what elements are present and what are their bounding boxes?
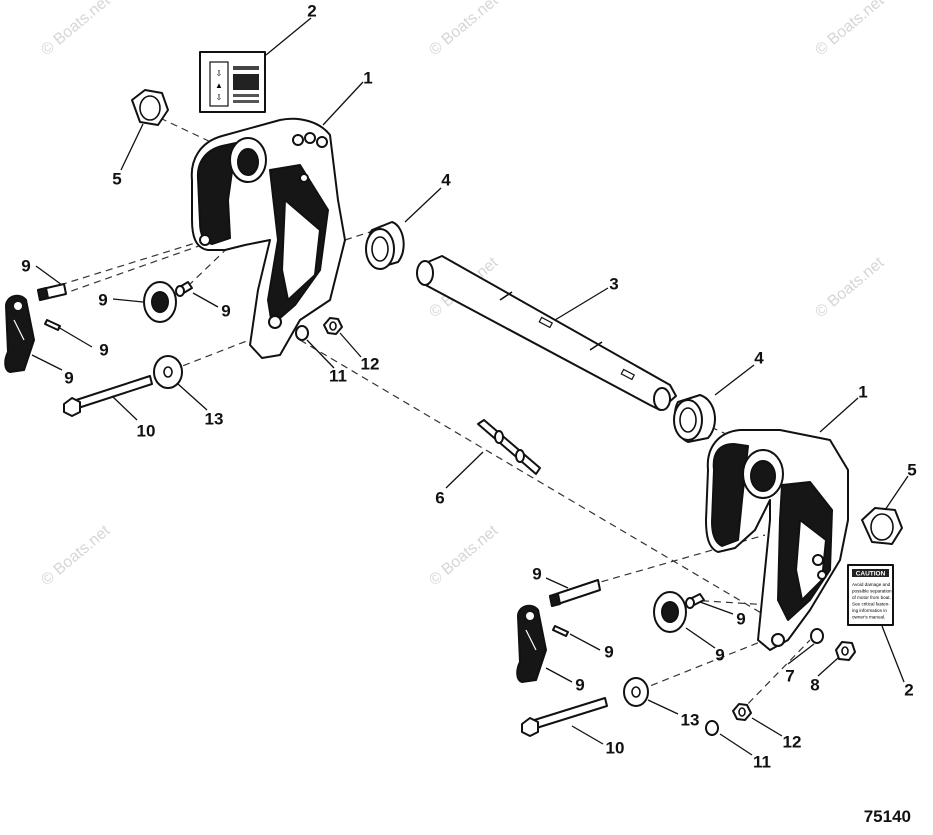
callout-10-upper: 10 — [136, 421, 156, 441]
callout-1-lower: 1 — [858, 382, 868, 402]
callout-6: 6 — [435, 488, 445, 508]
shaft — [477, 419, 541, 475]
callout-11-lower: 11 — [753, 752, 771, 772]
decal-caution-line: of motor from boat. — [852, 595, 891, 600]
callout-4-lower: 4 — [754, 348, 764, 368]
callout-3: 3 — [609, 274, 619, 294]
decal-caution-line: Avoid damage and — [852, 582, 891, 587]
decal-caution-line: possible separation — [852, 589, 892, 594]
callout-4-upper: 4 — [441, 170, 451, 190]
decal-caution-line: ing information in — [852, 608, 887, 613]
svg-text:⇩: ⇩ — [216, 69, 223, 78]
callout-1-upper: 1 — [363, 68, 373, 88]
callout-9: 9 — [221, 301, 231, 321]
clamp-bracket-upper — [190, 117, 346, 359]
bolt-upper — [63, 317, 343, 417]
callout-leaders — [31, 17, 909, 756]
jam-nut-upper — [131, 89, 169, 126]
callout-12-upper: 12 — [360, 354, 380, 374]
decal-caution-line: owner's manual. — [852, 615, 885, 620]
hardware-upper — [4, 281, 193, 373]
svg-text:CAUTION: CAUTION — [856, 571, 886, 578]
callout-9: 9 — [604, 642, 614, 662]
callout-7: 7 — [785, 666, 795, 686]
callout-2-lower: 2 — [904, 680, 914, 700]
decal-caution: CAUTION Avoid damage and possible separat… — [847, 564, 894, 626]
jam-nut-lower — [861, 507, 903, 545]
callout-9: 9 — [715, 645, 725, 665]
callout-13-lower: 13 — [680, 710, 700, 730]
callout-8: 8 — [810, 675, 820, 695]
bolt-lower — [521, 628, 856, 737]
decal-caution-line: See critical fasten- — [852, 602, 890, 607]
svg-text:⇩: ⇩ — [216, 93, 223, 102]
callout-12-lower: 12 — [782, 732, 802, 752]
callout-9: 9 — [575, 675, 585, 695]
figure-number: 75140 — [863, 807, 911, 826]
bushing-lower — [673, 394, 716, 443]
callout-9: 9 — [98, 290, 108, 310]
callout-9: 9 — [532, 564, 542, 584]
hardware-lower — [516, 579, 705, 683]
tilt-tube — [416, 255, 677, 411]
clamp-bracket-lower — [705, 429, 849, 651]
callout-9: 9 — [21, 256, 31, 276]
callout-5-upper: 5 — [112, 169, 122, 189]
bushing-upper — [365, 221, 405, 270]
callout-9: 9 — [64, 368, 74, 388]
callout-2-upper: 2 — [307, 1, 317, 21]
decal-upper: ⇩ ▲ ⇩ — [199, 51, 266, 113]
callout-9: 9 — [736, 609, 746, 629]
callout-9: 9 — [99, 340, 109, 360]
callout-10-lower: 10 — [605, 738, 625, 758]
svg-text:▲: ▲ — [215, 81, 223, 90]
callout-5-lower: 5 — [907, 460, 917, 480]
callout-13-upper: 13 — [204, 409, 224, 429]
callout-11-upper: 11 — [329, 366, 347, 386]
